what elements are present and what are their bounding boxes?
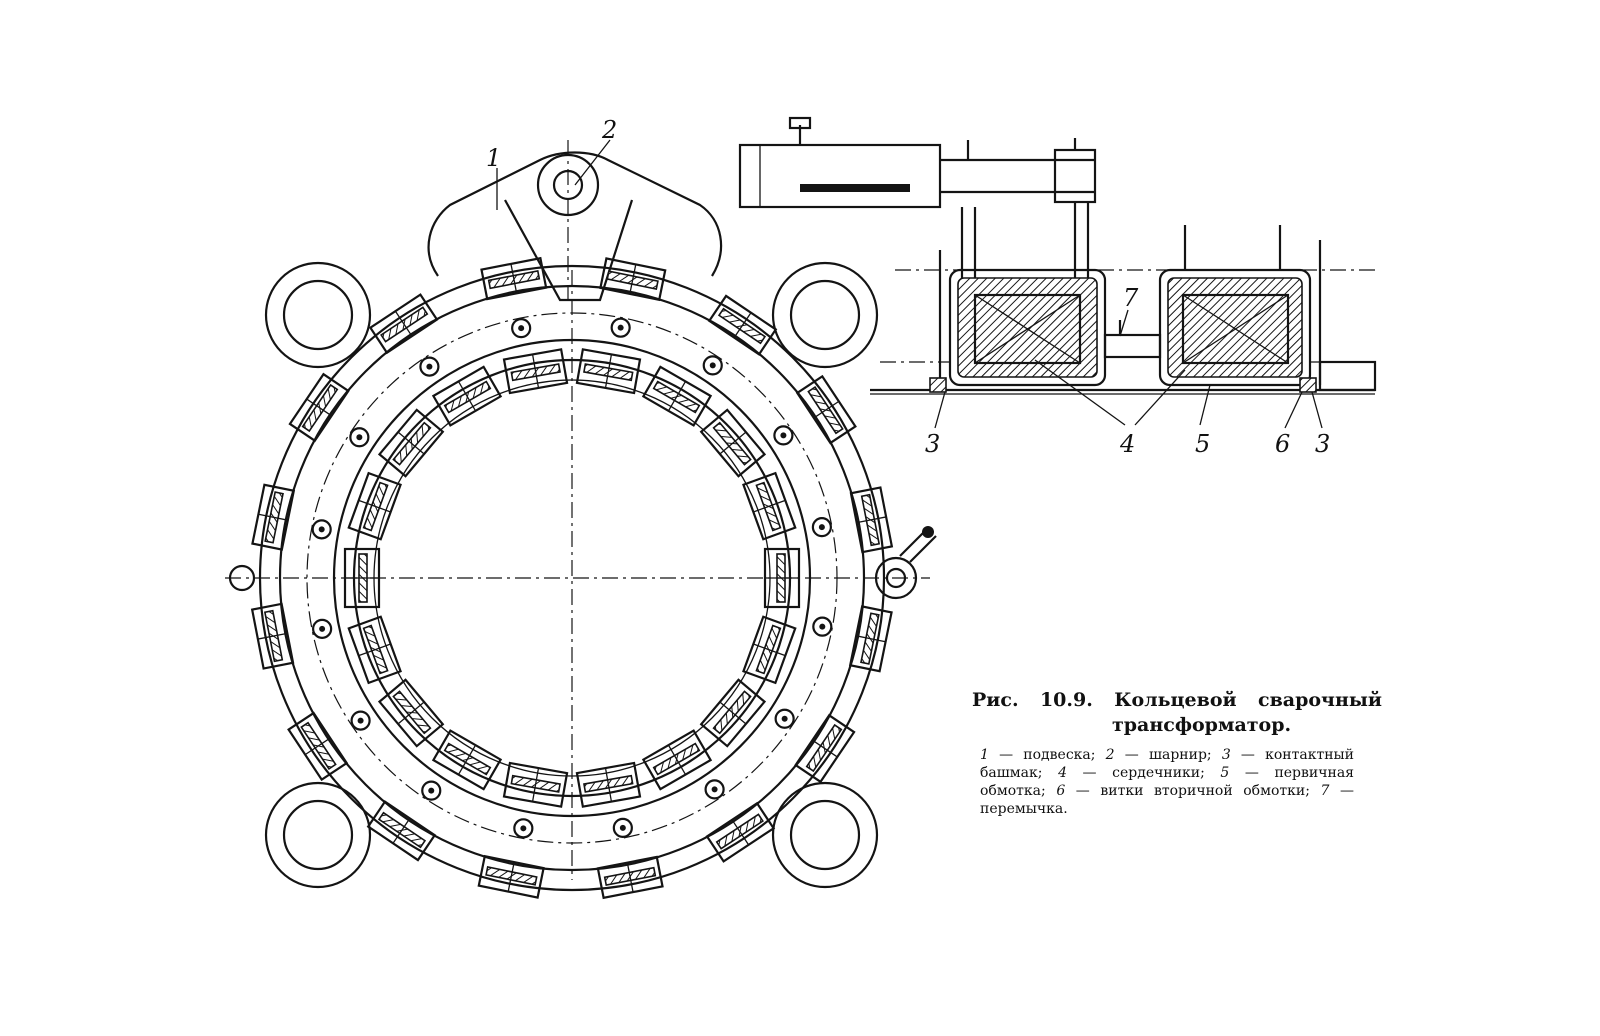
contact-shoe xyxy=(795,374,857,445)
contact-shoe xyxy=(596,855,664,900)
bolt xyxy=(421,780,442,801)
legend-text: перемычка. xyxy=(980,801,1068,817)
bolt xyxy=(612,817,633,838)
contact-shoe xyxy=(849,486,894,554)
legend-number: 3 xyxy=(1221,747,1231,763)
contact-shoe xyxy=(366,800,437,862)
core-right xyxy=(1158,268,1312,387)
section-view: 3 4 5 6 3 7 xyxy=(738,116,1377,458)
contact-shoe xyxy=(794,713,856,784)
left-fitting xyxy=(228,564,256,592)
callout-5: 5 xyxy=(1195,430,1210,458)
contact-shoe xyxy=(599,257,667,302)
bolt xyxy=(311,519,332,540)
caption-title-line2: трансформатор. xyxy=(1112,714,1292,736)
core-block xyxy=(347,471,402,541)
bolt xyxy=(773,425,794,446)
contact-shoe xyxy=(480,256,548,301)
legend-separator: — xyxy=(1065,783,1101,799)
core-block xyxy=(641,729,713,791)
bolts xyxy=(311,317,833,839)
contact-shoe xyxy=(250,602,295,670)
contact-shoe xyxy=(251,483,296,551)
contact-shoe xyxy=(848,605,893,673)
suspension-bracket xyxy=(427,140,723,302)
legend-separator: — xyxy=(1066,765,1113,781)
legend-number: 1 xyxy=(980,747,989,763)
callout-3b: 3 xyxy=(1315,430,1330,458)
callout-1: 1 xyxy=(486,144,501,172)
core-block xyxy=(502,348,569,395)
contact-shoe xyxy=(707,294,778,356)
core-block xyxy=(699,678,767,748)
core-block xyxy=(641,365,713,427)
legend-text: подвеска; xyxy=(1023,747,1096,763)
bolt xyxy=(350,710,371,731)
legend-separator: — xyxy=(1329,783,1355,799)
legend-number: 2 xyxy=(1105,747,1115,763)
figure-caption: Рис. 10.9. Кольцевой сварочный трансформ… xyxy=(972,688,1382,818)
callout-2: 2 xyxy=(601,116,617,144)
ring-front-view: 1 2 xyxy=(225,116,937,900)
legend-number: 6 xyxy=(1056,783,1066,799)
core-block xyxy=(347,615,402,685)
contact-shoe xyxy=(288,372,350,443)
mounting-lugs xyxy=(264,261,879,889)
legend-text: сердечники; xyxy=(1112,765,1205,781)
core-block xyxy=(431,729,503,791)
callout-6: 6 xyxy=(1275,430,1290,458)
bolt xyxy=(811,517,832,538)
bolt xyxy=(704,779,725,800)
bolt xyxy=(774,708,795,729)
core-block xyxy=(377,678,445,748)
core-block xyxy=(377,408,445,478)
legend-separator: — xyxy=(1230,747,1266,763)
bolt xyxy=(349,427,370,448)
legend-text: шарнир; xyxy=(1148,747,1212,763)
bolt xyxy=(419,356,440,377)
core-block xyxy=(502,761,569,808)
bolt xyxy=(610,317,631,338)
caption-legend: 1 — подвеска; 2 — шарнир; 3 — контактный… xyxy=(972,746,1382,818)
jumper xyxy=(1103,333,1162,359)
core-block xyxy=(575,761,642,808)
legend-number: 5 xyxy=(1220,765,1230,781)
bolt xyxy=(511,318,532,339)
bolt xyxy=(702,355,723,376)
cylinder xyxy=(738,143,942,209)
bolt xyxy=(312,618,333,639)
core-block xyxy=(431,365,503,427)
callout-3a: 3 xyxy=(925,430,940,458)
core-block xyxy=(742,471,797,541)
caption-title-line1: Рис. 10.9. Кольцевой сварочный xyxy=(972,689,1382,711)
core-block xyxy=(575,348,642,395)
legend-separator: — xyxy=(1229,765,1275,781)
core-block xyxy=(699,408,767,478)
core-block xyxy=(742,615,797,685)
bolt xyxy=(812,616,833,637)
legend-text: первичная обмотка; xyxy=(980,765,1354,799)
core-left xyxy=(948,268,1107,387)
callout-7: 7 xyxy=(1123,284,1139,312)
contact-shoe xyxy=(287,711,349,782)
contact-shoe xyxy=(368,293,439,355)
right-fitting xyxy=(874,556,918,600)
bolt xyxy=(513,818,534,839)
legend-number: 7 xyxy=(1320,783,1330,799)
legend-text: контактный башмак; xyxy=(980,747,1354,781)
legend-text: витки вторичной обмотки; xyxy=(1100,783,1310,799)
inner-cores xyxy=(343,348,801,808)
outer-contact-shoes xyxy=(250,256,894,900)
contact-shoe xyxy=(477,854,545,899)
callout-4: 4 xyxy=(1119,430,1135,458)
contact-shoe xyxy=(705,801,776,863)
legend-number: 4 xyxy=(1058,765,1067,781)
legend-separator: — xyxy=(1114,747,1149,763)
legend-separator: — xyxy=(988,747,1024,763)
